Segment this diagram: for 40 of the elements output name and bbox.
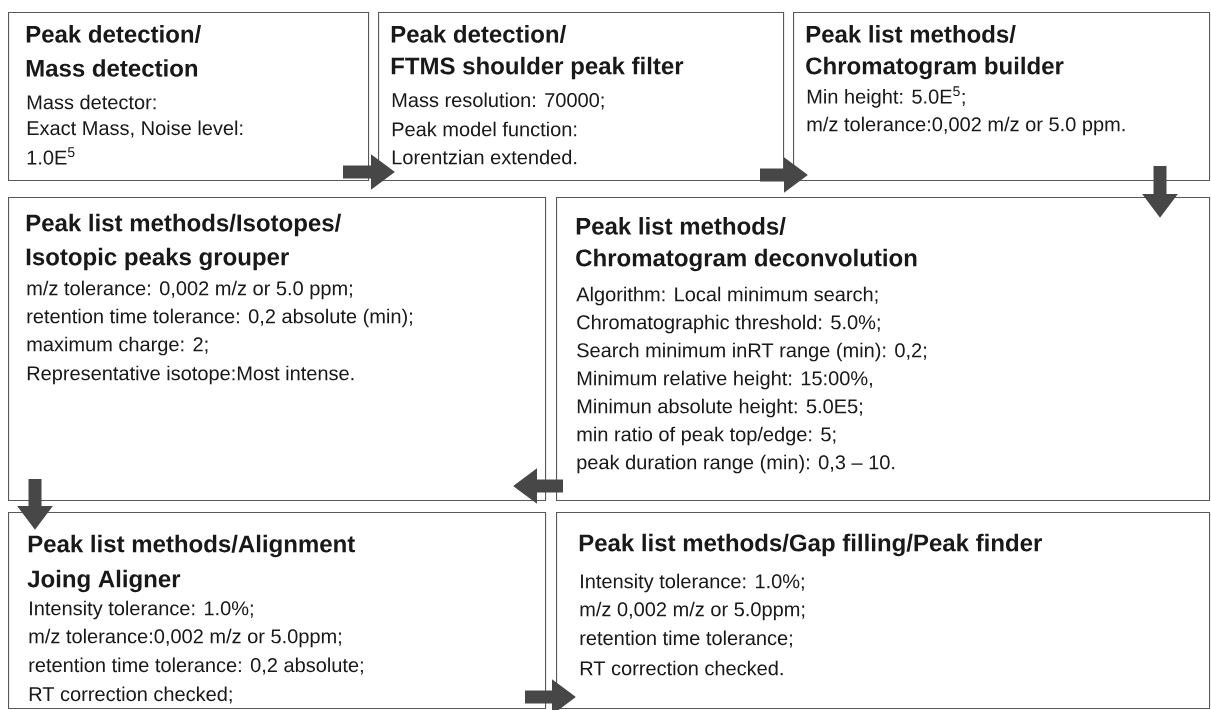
parameter-text: Chromatographic threshold: 5.0%; (577, 314, 880, 334)
parameter-text: Intensity tolerance: 1.0%; (30, 600, 253, 620)
step-title: Chromatogram builder (806, 56, 1064, 80)
parameter-text: Mass detector: (27, 94, 156, 110)
step-title: FTMS shoulder peak filter (391, 56, 684, 80)
step-title: Peak list methods/Gap filling/Peak finder (579, 533, 1042, 557)
parameter-text: Min height: 5.0E$^{5}$; (807, 86, 965, 108)
parameter-text: Exact Mass, Noise level: (27, 120, 243, 138)
step-title: Peak list methods/Isotopes/ (26, 213, 342, 237)
step-title: Peak detection/ (391, 25, 566, 43)
step-title: Chromatogram deconvolution (576, 248, 917, 272)
parameter-text: retention time tolerance: 0,2 absolute; (29, 657, 363, 675)
step-title: Peak list methods/ (576, 217, 786, 235)
parameter-text: m/z 0,002 m/z or 5.0ppm; (580, 601, 805, 621)
step-title: Peak list methods/Alignment (28, 534, 355, 558)
step-title: Isotopic peaks grouper (26, 247, 289, 271)
parameter-text: peak duration range (min): 0,3 – 10. (577, 454, 895, 474)
parameter-text: RT correction checked. (580, 660, 783, 676)
parameter-text: m/z tolerance: 0,002 m/z or 5.0 ppm; (27, 280, 352, 300)
parameter-text: Lorentzian extended. (392, 149, 577, 165)
parameter-text: Algorithm: Local minimum search; (576, 286, 878, 306)
step-title: Mass detection (26, 59, 198, 77)
parameter-text: m/z tolerance:0,002 m/z or 5.0 ppm. (807, 116, 1125, 136)
parameter-text: Minimum relative height: 15:00%, (577, 370, 872, 390)
parameter-text: Peak model function: (392, 121, 577, 137)
step-title: Peak detection/ (26, 25, 201, 43)
step-title: Peak list methods/ (806, 25, 1016, 43)
parameter-text: RT correction checked; (29, 686, 232, 704)
step-title: Joing Aligner (27, 569, 181, 593)
parameter-text: Representative isotope:Most intense. (27, 365, 354, 385)
parameter-text: Minimun absolute height: 5.0E5; (577, 398, 862, 418)
parameter-text: min ratio of peak top/edge: 5; (577, 426, 836, 446)
parameter-text: 1.0E$^{5}$ (27, 147, 75, 165)
parameter-text: retention time tolerance; (580, 630, 792, 648)
parameter-text: Mass resolution: 70000; (392, 92, 604, 110)
parameter-text: m/z tolerance:0,002 m/z or 5.0ppm; (29, 628, 341, 648)
parameter-text: maximum charge: 2; (27, 336, 208, 356)
parameter-text: Search minimum inRT range (min): 0,2; (577, 342, 926, 362)
parameter-text: retention time tolerance: 0,2 absolute (min); (27, 308, 412, 328)
parameter-text: Intensity tolerance: 1.0%; (581, 573, 804, 593)
